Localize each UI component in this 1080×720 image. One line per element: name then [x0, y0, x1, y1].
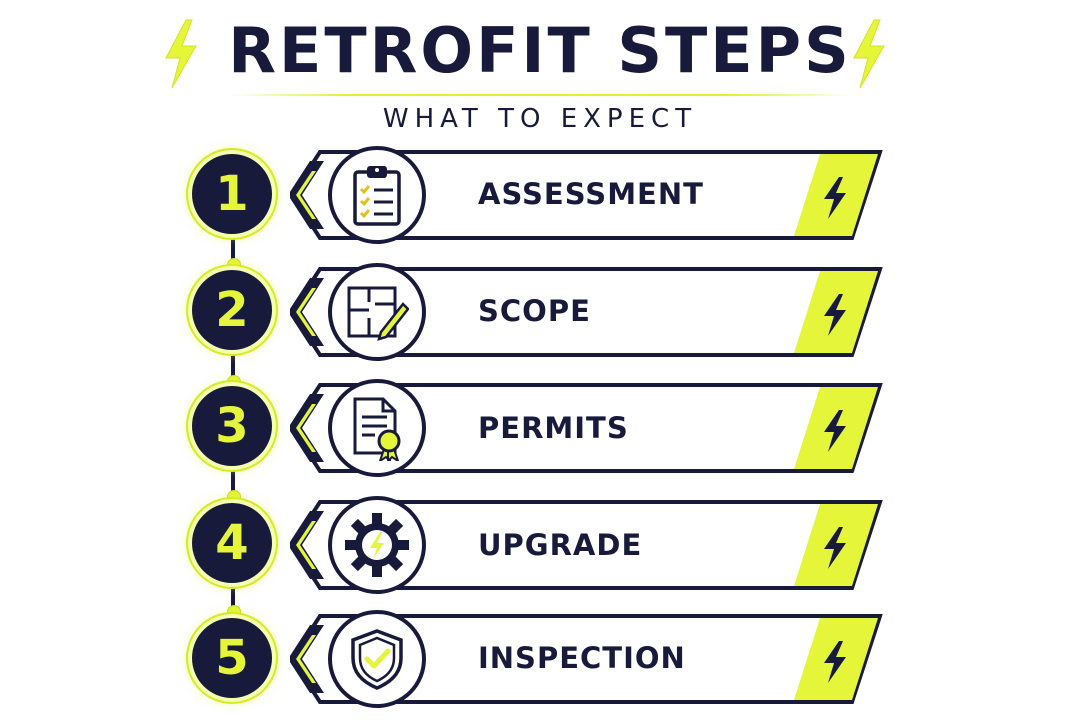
- step-number-badge: 3: [192, 386, 272, 466]
- icon-circle: [328, 379, 426, 477]
- step-number-badge: 2: [192, 270, 272, 350]
- step-label: INSPECTION: [478, 641, 686, 675]
- step-number-badge: 4: [192, 503, 272, 583]
- lightning-bolt-icon: [824, 527, 846, 569]
- clipboard-checklist-icon: [353, 166, 401, 226]
- timeline-dot: [227, 605, 241, 619]
- step-label: SCOPE: [478, 294, 591, 328]
- gear-bolt-icon: [345, 513, 409, 577]
- icon-circle: [328, 263, 426, 361]
- lightning-bolt-icon: [824, 177, 846, 219]
- step-banner: [290, 149, 884, 241]
- step-label: PERMITS: [478, 411, 629, 445]
- floorplan-pencil-icon: [347, 286, 409, 341]
- page-subtitle: WHAT TO EXPECT: [382, 104, 698, 134]
- step-number-badge: 5: [192, 618, 272, 698]
- page-title: RETROFIT STEPS: [228, 14, 852, 87]
- lightning-bolt-left-icon: [165, 19, 197, 89]
- lightning-bolt-icon: [824, 641, 846, 683]
- step-banner: [290, 382, 884, 474]
- icon-circle: [328, 610, 426, 708]
- title-divider: [228, 94, 854, 96]
- step-label: UPGRADE: [478, 528, 643, 562]
- lightning-bolt-icon: [824, 410, 846, 452]
- lightning-bolt-right-icon: [853, 19, 885, 89]
- icon-circle: [328, 496, 426, 594]
- icon-circle: [328, 146, 426, 244]
- step-banner: [290, 613, 884, 705]
- certificate-document-icon: [353, 397, 401, 461]
- step-banner: [290, 499, 884, 591]
- step-banner: [290, 266, 884, 358]
- lightning-bolt-icon: [824, 294, 846, 336]
- step-number-badge: 1: [192, 154, 272, 234]
- step-label: ASSESSMENT: [478, 177, 704, 211]
- shield-check-icon: [351, 629, 403, 690]
- timeline-dot: [227, 490, 241, 504]
